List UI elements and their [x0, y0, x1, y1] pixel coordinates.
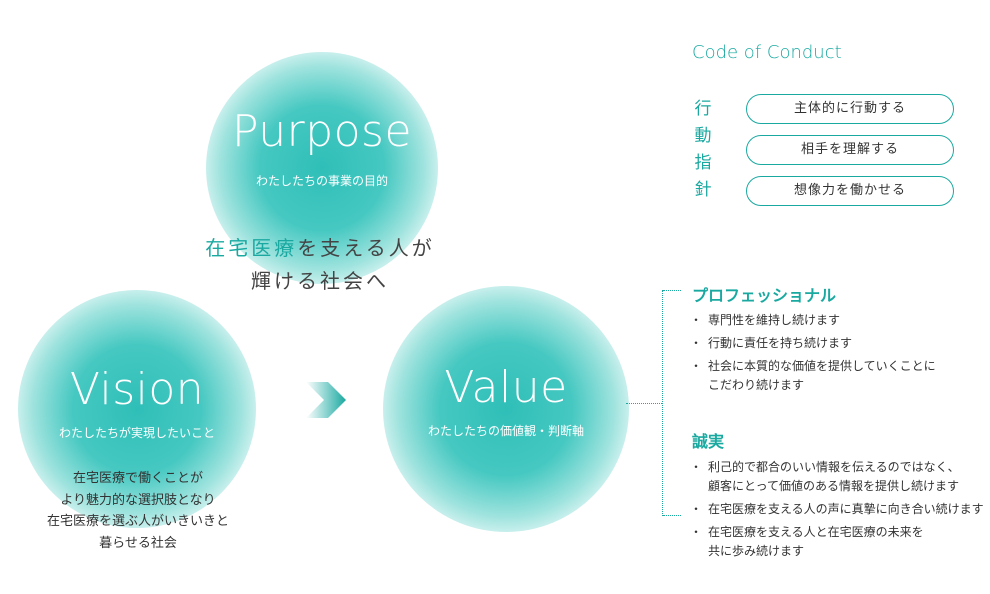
- value-bracket: [662, 290, 681, 516]
- code-of-conduct-title: Code of Conduct: [692, 42, 842, 63]
- purpose-subtitle: わたしたちの事業の目的: [255, 174, 388, 188]
- list-item: 専門性を維持し続けます: [690, 311, 936, 330]
- vision-subtitle: わたしたちが実現したいこと: [58, 426, 215, 440]
- value-integrity-list: 利己的で都合のいい情報を伝えるのではなく、 顧客にとって価値のある情報を提供し続…: [690, 458, 984, 565]
- vision-line: 暮らせる社会: [99, 535, 177, 551]
- mission-line2: 輝ける社会へ: [251, 269, 389, 293]
- list-item: 社会に本質的な価値を提供していくことに こだわり続けます: [690, 357, 936, 395]
- label-char: 指: [694, 153, 712, 173]
- vision-line: 在宅医療で働くことが: [72, 471, 203, 486]
- label-char: 針: [694, 180, 712, 200]
- conduct-item-2: 相手を理解する: [746, 135, 954, 165]
- vision-title: Vision: [69, 364, 205, 415]
- vision-circle: Vision わたしたちが実現したいこと: [18, 290, 256, 528]
- list-item: 行動に責任を持ち続けます: [690, 334, 936, 353]
- mission-statement: 在宅医療を支える人が 輝ける社会へ: [160, 232, 480, 298]
- value-professional-list: 専門性を維持し続けます 行動に責任を持ち続けます 社会に本質的な価値を提供してい…: [690, 311, 936, 399]
- value-subtitle: わたしたちの価値観・判断軸: [427, 424, 584, 438]
- vision-line: 在宅医療を選ぶ人がいきいきと: [46, 514, 229, 529]
- arrow-right-icon: [306, 382, 346, 418]
- value-circle: Value わたしたちの価値観・判断軸: [383, 286, 629, 532]
- value-title: Value: [444, 362, 568, 413]
- conduct-item-3: 想像力を働かせる: [746, 176, 954, 206]
- value-integrity-title: 誠実: [692, 432, 725, 451]
- mission-accent: 在宅医療: [205, 236, 298, 260]
- code-of-conduct-label: 行 動 指 針: [692, 96, 714, 204]
- value-connector-line: [626, 403, 662, 404]
- label-char: 動: [694, 126, 712, 146]
- list-item: 利己的で都合のいい情報を伝えるのではなく、 顧客にとって価値のある情報を提供し続…: [690, 458, 984, 496]
- purpose-circle: Purpose わたしたちの事業の目的: [206, 52, 438, 284]
- vision-description: 在宅医療で働くことが より魅力的な選択肢となり 在宅医療を選ぶ人がいきいきと 暮…: [18, 468, 258, 554]
- mission-line1-rest: を支える人が: [297, 236, 435, 260]
- purpose-title: Purpose: [231, 106, 413, 157]
- value-professional-title: プロフェッショナル: [692, 286, 837, 305]
- conduct-item-1: 主体的に行動する: [746, 94, 954, 124]
- list-item: 在宅医療を支える人と在宅医療の未来を 共に歩み続けます: [690, 523, 984, 561]
- list-item: 在宅医療を支える人の声に真摯に向き合い続けます: [690, 500, 984, 519]
- vision-line: より魅力的な選択肢となり: [60, 492, 216, 508]
- label-char: 行: [694, 99, 712, 119]
